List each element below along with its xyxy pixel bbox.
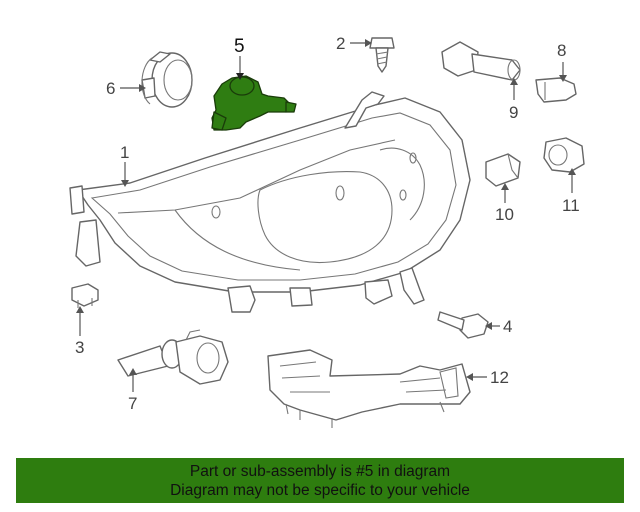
callout-1: 1 — [120, 143, 129, 162]
callout-12: 12 — [490, 368, 509, 387]
bulb-part-10 — [485, 153, 521, 187]
bulb-part-8 — [535, 77, 577, 103]
bulb-part-5-highlighted — [211, 75, 297, 131]
banner-line-2: Diagram may not be specific to your vehi… — [170, 482, 470, 499]
callout-4: 4 — [503, 317, 512, 336]
callout-9: 9 — [509, 103, 518, 122]
bulb-part-7 — [117, 329, 229, 385]
arrow-heads — [76, 39, 576, 381]
callout-10: 10 — [495, 205, 514, 224]
screw-part-4 — [437, 311, 489, 339]
headlamp-assembly — [69, 91, 471, 313]
callout-2: 2 — [336, 34, 345, 53]
banner-line-1: Part or sub-assembly is #5 in diagram — [189, 463, 451, 480]
callout-6: 6 — [106, 79, 115, 98]
bracket-part-12 — [267, 349, 471, 428]
socket-part-9 — [441, 41, 521, 81]
callout-7: 7 — [128, 394, 137, 413]
socket-part-11 — [543, 137, 585, 173]
info-banner: Part or sub-assembly is #5 in diagram Di… — [16, 458, 624, 503]
callout-8: 8 — [557, 41, 566, 60]
clip-part-3 — [71, 283, 99, 308]
callout-11: 11 — [562, 196, 580, 215]
bolt-part-2 — [369, 37, 395, 73]
callout-5: 5 — [234, 36, 245, 57]
callout-3: 3 — [75, 338, 84, 357]
parts-diagram: 1 2 3 4 5 6 7 8 9 10 11 12 — [69, 34, 585, 428]
socket-ring-part-6 — [141, 51, 193, 108]
